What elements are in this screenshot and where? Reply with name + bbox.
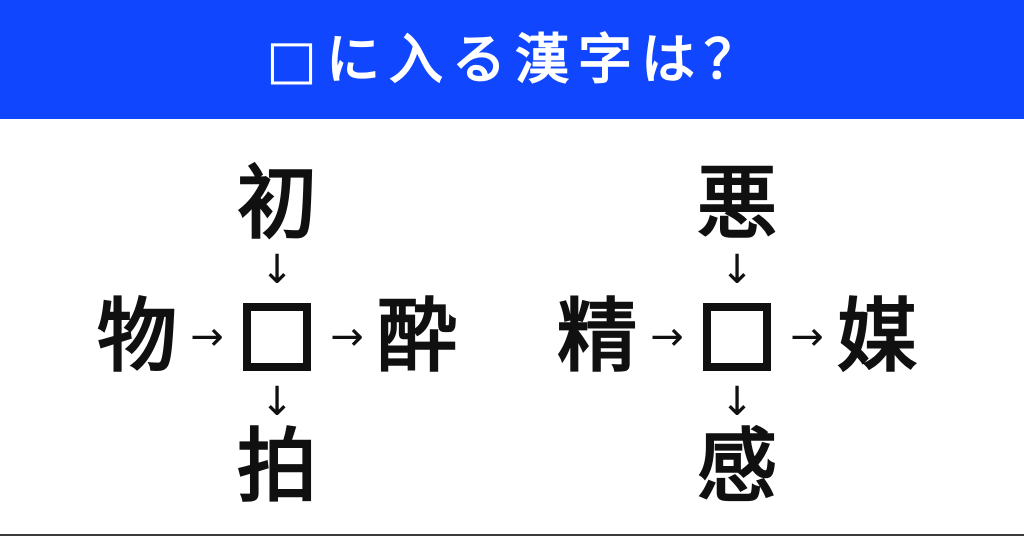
arrow-right-icon-out-left-group: →: [330, 314, 364, 360]
kanji-left-right-group: 精: [557, 290, 637, 383]
kanji-right-right-group: 媒: [837, 290, 917, 383]
kanji-left-left-group: 物: [97, 290, 177, 383]
arrow-down-icon-bottom-right-group: ↓: [720, 379, 754, 425]
header-banner: □に入る漢字は？: [0, 0, 1024, 119]
kanji-top-right-group: 悪: [697, 157, 777, 250]
kanji-right-left-group: 酔: [377, 290, 457, 383]
arrow-right-icon-in-right-group: →: [650, 314, 684, 360]
answer-box-left-group[interactable]: [243, 303, 311, 371]
puzzle-area: 初 ↓ 物 → → 酔 ↓ 拍 悪 ↓ 精 → → 媒: [0, 119, 1024, 538]
arrow-down-icon-top-left-group: ↓: [260, 247, 294, 293]
arrow-right-icon-out-right-group: →: [790, 314, 824, 360]
puzzle-group-right: 悪 ↓ 精 → → 媒 ↓ 感: [460, 119, 972, 538]
kanji-bottom-right-group: 感: [697, 420, 777, 513]
page-title: □に入る漢字は？: [265, 27, 768, 91]
kanji-bottom-left-group: 拍: [237, 420, 317, 513]
arrow-right-icon-in-left-group: →: [190, 314, 224, 360]
puzzle-group-left: 初 ↓ 物 → → 酔 ↓ 拍: [0, 119, 512, 538]
kanji-top-left-group: 初: [237, 157, 317, 250]
arrow-down-icon-bottom-left-group: ↓: [260, 379, 294, 425]
bottom-divider: [0, 534, 1024, 536]
arrow-down-icon-top-right-group: ↓: [720, 247, 754, 293]
answer-box-right-group[interactable]: [703, 303, 771, 371]
